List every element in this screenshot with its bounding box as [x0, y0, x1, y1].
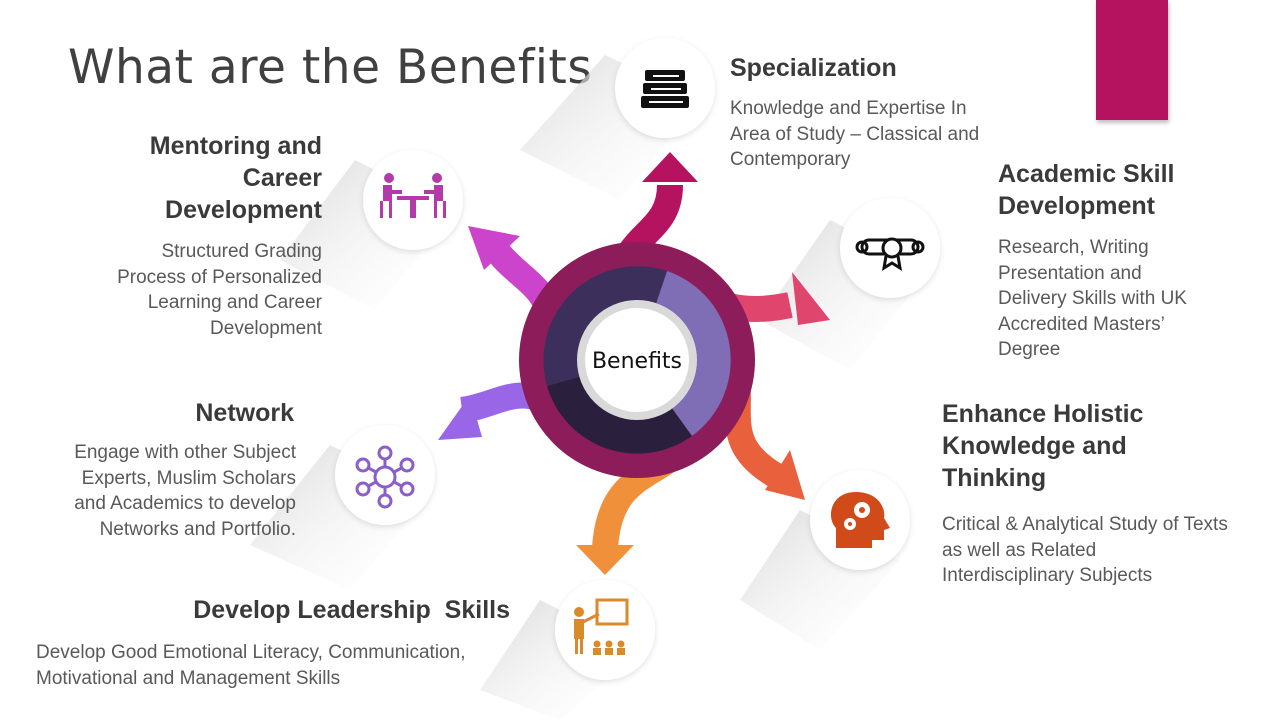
- icon-circle-leadership: [555, 580, 655, 680]
- hub-center: [585, 308, 689, 412]
- arrowhead-academic: [792, 272, 830, 325]
- heading-network: Network: [195, 399, 294, 427]
- diploma-scroll-icon: [855, 237, 925, 272]
- central-ring: Benefits: [519, 242, 755, 478]
- arrowhead-mentoring: [468, 226, 520, 270]
- meeting-table-icon: [380, 173, 446, 218]
- slide-title: What are the Benefits: [68, 40, 593, 95]
- books-icon: [641, 70, 689, 108]
- desc-specialization: Knowledge and Expertise In Area of Study…: [730, 98, 980, 171]
- heading-specialization: Specialization: [730, 54, 897, 82]
- arrowhead-leadership: [576, 545, 634, 575]
- presenter-icon: [574, 598, 629, 655]
- arrowhead-holistic: [765, 450, 805, 500]
- head-gears-icon: [830, 492, 890, 548]
- desc-mentoring: Structured Grading Process of Personaliz…: [117, 241, 322, 339]
- network-icon: [355, 445, 415, 509]
- accent-bar: [1096, 0, 1168, 120]
- desc-leadership: Develop Good Emotional Literacy, Communi…: [36, 642, 466, 689]
- heading-academic-skill: Academic Skill Development: [998, 160, 1175, 220]
- arrowhead-specialization: [642, 152, 698, 182]
- desc-holistic-knowledge: Critical & Analytical Study of Texts as …: [942, 514, 1228, 587]
- desc-network: Engage with other Subject Experts, Musli…: [74, 442, 296, 540]
- heading-leadership: Develop Leadership Skills: [193, 596, 510, 624]
- hub-label: Benefits: [592, 349, 682, 374]
- arrowhead-network: [438, 395, 482, 440]
- desc-academic-skill: Research, Writing Presentation and Deliv…: [998, 237, 1187, 361]
- heading-holistic-knowledge: Enhance Holistic Knowledge and Thinking: [942, 400, 1144, 492]
- heading-mentoring: Mentoring and Career Development: [149, 132, 322, 224]
